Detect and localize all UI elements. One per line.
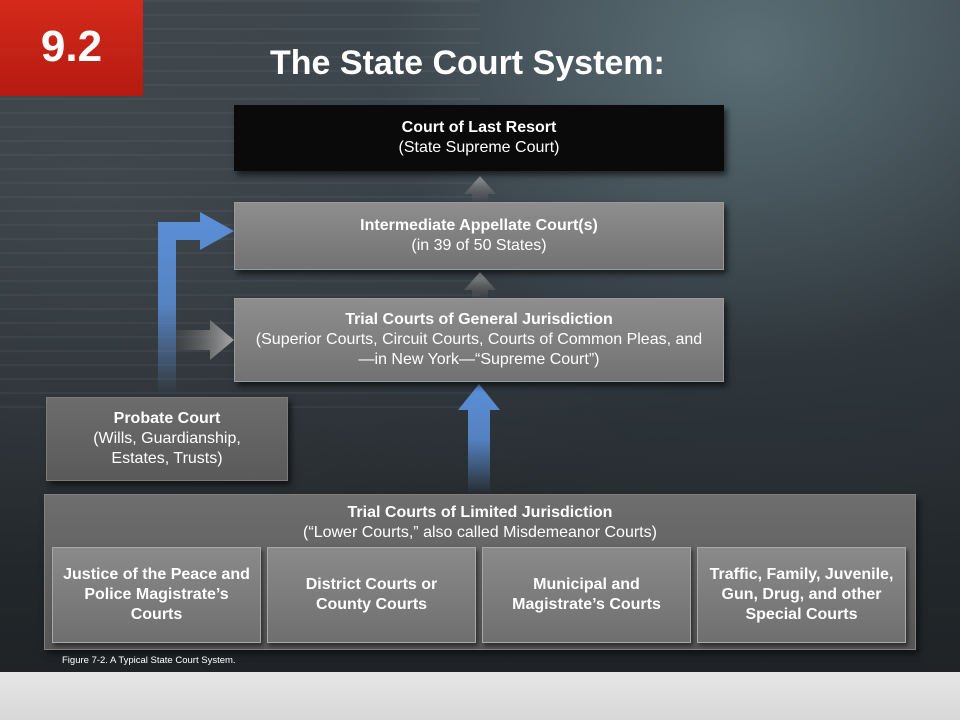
limited-jurisdiction-header: Trial Courts of Limited Jurisdiction (“L… xyxy=(45,503,915,543)
intermediate-appellate-court: Intermediate Appellate Court(s) (in 39 o… xyxy=(234,202,724,270)
appellate-to-last-resort-arrow xyxy=(464,176,496,202)
general-to-appellate-arrow xyxy=(464,272,496,298)
trial-courts-general-jurisdiction: Trial Courts of General Jurisdiction (Su… xyxy=(234,298,724,382)
probate-to-appellate-arrow xyxy=(158,212,234,395)
sub-court-special: Traffic, Family, Juvenile, Gun, Drug, an… xyxy=(697,547,906,643)
appellate-court-name: Intermediate Appellate Court(s) xyxy=(360,217,598,234)
general-jurisdiction-name: Trial Courts of General Jurisdiction xyxy=(345,311,613,328)
appellate-court-detail: (in 39 of 50 States) xyxy=(411,237,547,254)
probate-court-detail: (Wills, Guardianship, Estates, Trusts) xyxy=(93,430,241,467)
probate-court-name: Probate Court xyxy=(113,410,221,427)
general-jurisdiction-detail: (Superior Courts, Circuit Courts, Courts… xyxy=(255,331,703,368)
court-of-last-resort-detail: (State Supreme Court) xyxy=(398,139,560,156)
sub-court-justice-of-the-peace: Justice of the Peace and Police Magistra… xyxy=(52,547,261,643)
limited-to-general-arrow xyxy=(458,384,500,494)
probate-court: Probate Court (Wills, Guardianship, Esta… xyxy=(46,397,288,481)
court-of-last-resort: Court of Last Resort (State Supreme Cour… xyxy=(234,105,724,171)
limited-jurisdiction-name: Trial Courts of Limited Jurisdiction xyxy=(347,504,613,521)
court-of-last-resort-name: Court of Last Resort xyxy=(401,119,557,136)
footer-bar xyxy=(0,672,960,720)
probate-to-general-arrow xyxy=(176,320,234,360)
section-badge: 9.2 xyxy=(0,0,143,96)
limited-jurisdiction-detail: (“Lower Courts,” also called Misdemeanor… xyxy=(303,524,657,541)
section-number: 9.2 xyxy=(40,22,103,71)
figure-caption: Figure 7-2. A Typical State Court System… xyxy=(62,655,236,666)
sub-court-district-county: District Courts or County Courts xyxy=(267,547,476,643)
trial-courts-limited-jurisdiction: Trial Courts of Limited Jurisdiction (“L… xyxy=(44,494,916,650)
slide-title: The State Court System: xyxy=(270,44,665,82)
sub-court-municipal: Municipal and Magistrate’s Courts xyxy=(482,547,691,643)
